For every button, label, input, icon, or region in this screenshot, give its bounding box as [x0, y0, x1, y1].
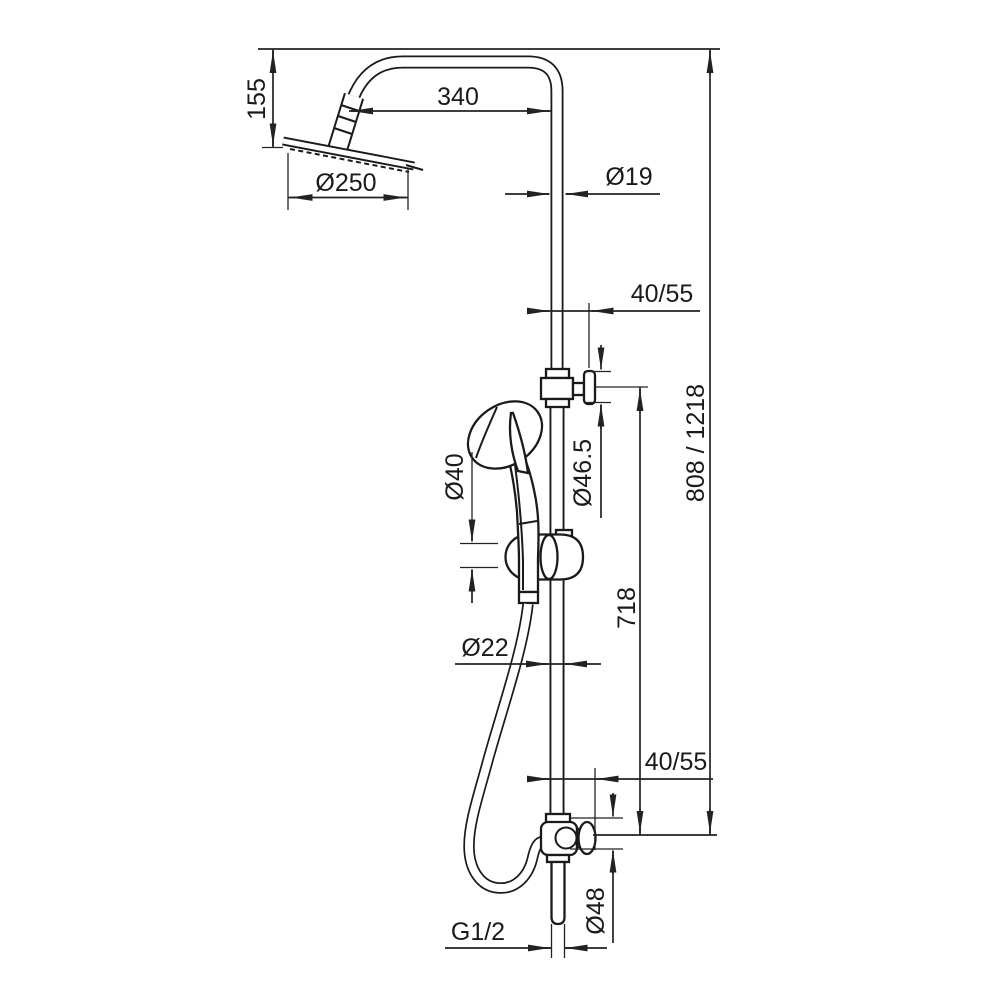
rain-head-stem: [326, 92, 365, 155]
dim-label-718: 718: [613, 587, 641, 629]
dim-upper-bracket-offset: 40/55: [527, 280, 700, 368]
dim-lower-pipe-diameter: Ø22: [455, 634, 601, 668]
dim-label-808-1218: 808 / 1218: [682, 384, 710, 502]
dim-lower-bracket-offset: 40/55: [527, 748, 713, 850]
dim-valve-knob-diameter: Ø48: [570, 793, 623, 943]
dim-label-g12: G1/2: [451, 918, 505, 946]
dim-head-drop: 155: [243, 49, 283, 149]
dim-label-340: 340: [437, 83, 479, 111]
dim-grip-diameter: Ø40: [441, 452, 498, 603]
hand-shower-head: [466, 400, 544, 470]
dim-label-d40: Ø40: [441, 453, 469, 500]
dim-arm-reach: 340: [349, 83, 551, 115]
outlet-spout: [550, 860, 566, 926]
dim-inlet-thread: G1/2: [445, 918, 607, 958]
dim-riser-diameter: Ø19: [505, 163, 660, 198]
bracket-knob: [582, 369, 597, 406]
upper-wall-bracket: [539, 367, 597, 409]
dim-label-d250: Ø250: [315, 169, 376, 197]
diverter-valve: [539, 812, 597, 926]
dim-upper-bracket-diameter: Ø46.5: [569, 345, 648, 518]
dim-total-height: 808 / 1218: [682, 49, 714, 835]
dim-label-d22: Ø22: [461, 634, 508, 662]
dim-label-d48: Ø48: [582, 887, 610, 934]
hand-shower: [466, 400, 544, 605]
dim-rail-length: 718: [613, 387, 644, 835]
dim-label-155: 155: [243, 78, 271, 120]
hose-nut: [517, 590, 540, 605]
dim-head-diameter: Ø250: [287, 153, 409, 210]
dim-label-4055-upper: 40/55: [631, 280, 694, 308]
slider-holder: [504, 528, 585, 581]
dim-label-d19: Ø19: [605, 163, 652, 191]
dimension-annotations: 155 340 Ø250 Ø19: [243, 48, 720, 958]
rain-shower-head: [282, 136, 424, 173]
shower-arm-and-riser-pipe: [345, 55, 565, 814]
shower-hose: [463, 603, 547, 894]
dim-label-4055-lower: 40/55: [645, 748, 708, 776]
dim-label-d46-5: Ø46.5: [569, 439, 597, 507]
fixture: [282, 55, 597, 926]
